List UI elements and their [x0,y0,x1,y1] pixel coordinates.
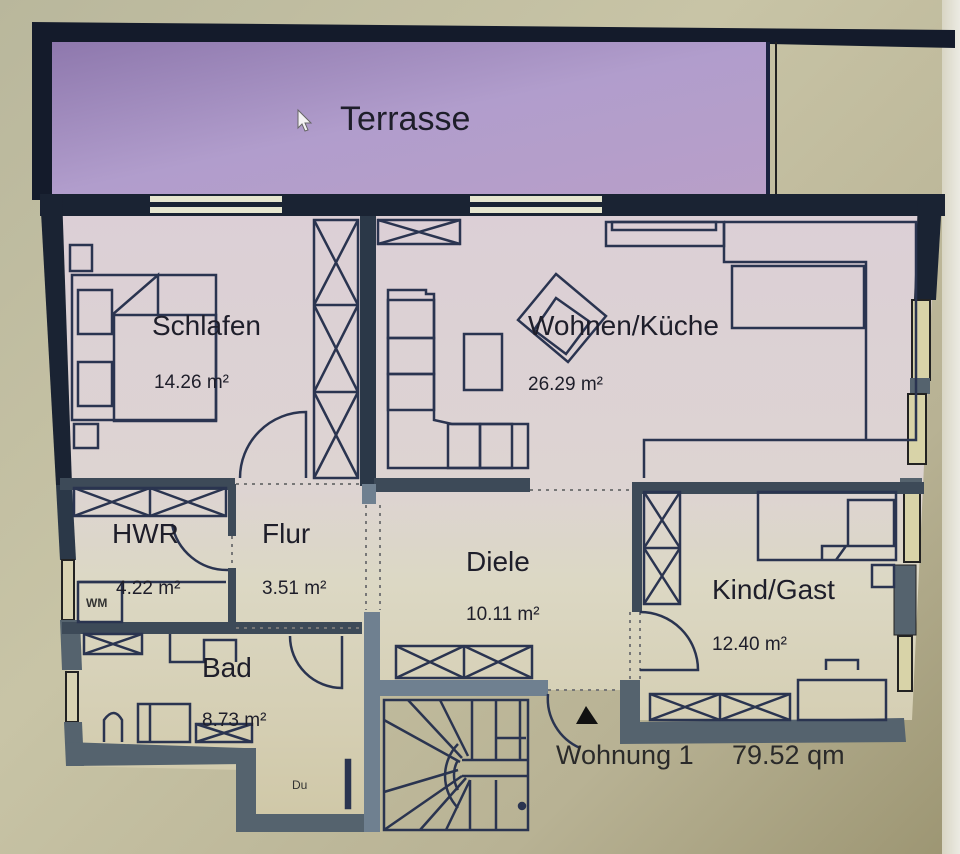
openings [231,483,641,691]
room-area-hwr: 4.22 m² [116,578,181,599]
unit-label: Wohnung 1 [556,740,694,770]
room-area-schlafen: 14.26 m² [154,372,229,393]
furniture [68,218,918,832]
room-name-diele: Diele [466,546,530,577]
room-area-bad: 8.73 m² [202,710,267,731]
entrance-triangle-icon [576,706,598,724]
terrace-area [52,42,770,194]
room-area-flur: 3.51 m² [262,578,327,599]
room-name-bad: Bad [202,652,252,683]
monitor-bezel [942,0,960,854]
shower-label: Du [292,778,308,792]
mouse-pointer-icon [297,108,313,132]
room-name-flur: Flur [262,518,311,549]
room-name-kind: Kind/Gast [712,574,835,605]
total-area-label: 79.52 qm [732,740,845,770]
room-name-schlafen: Schlafen [152,310,261,341]
terrace-label: Terrasse [340,100,471,138]
room-name-wohnen: Wohnen/Küche [528,310,719,341]
room-area-wohnen: 26.29 m² [528,374,603,395]
room-name-hwr: HWR [112,518,179,549]
outer-walls [32,22,955,832]
room-area-diele: 10.11 m² [466,604,540,625]
interior-floor [62,210,936,830]
washing-machine-label: WM [86,596,108,610]
room-area-kind: 12.40 m² [712,634,787,655]
